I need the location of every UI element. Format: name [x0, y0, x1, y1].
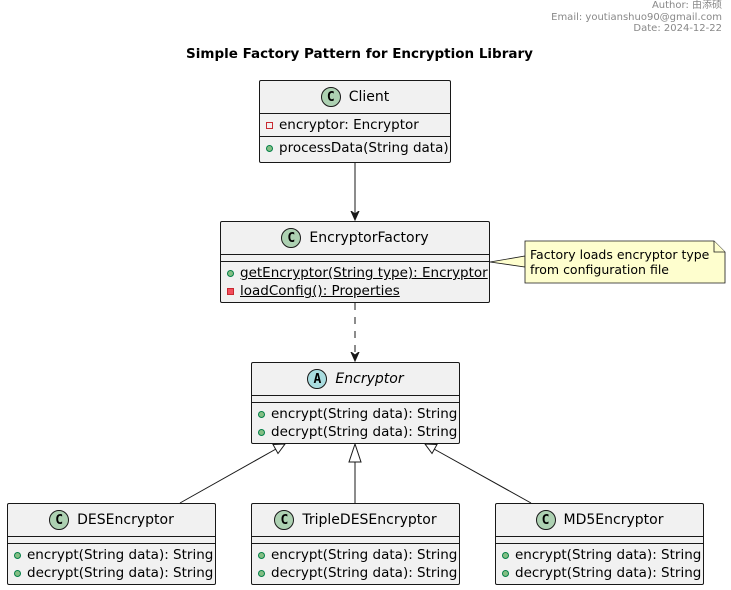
- inheritance-md5: [433, 448, 532, 504]
- methods-section: encrypt(String data): String decrypt(Str…: [8, 544, 215, 584]
- method-text: encrypt(String data): String: [27, 547, 214, 563]
- class-header: C MD5Encryptor: [496, 504, 703, 537]
- method-row: encrypt(String data): String: [258, 405, 459, 423]
- method-row: getEncryptor(String type): Encryptor: [227, 264, 489, 282]
- method-row: encrypt(String data): String: [14, 546, 215, 564]
- config-note: Factory loads encryptor type from config…: [525, 241, 725, 283]
- class-md5-encryptor: C MD5Encryptor encrypt(String data): Str…: [495, 503, 704, 585]
- method-row: loadConfig(): Properties: [227, 282, 489, 300]
- methods-section: encrypt(String data): String decrypt(Str…: [252, 544, 459, 584]
- class-stereotype-icon: C: [281, 228, 302, 248]
- methods-section: processData(String data): [260, 137, 450, 159]
- field-text: encryptor: Encryptor: [279, 117, 419, 133]
- class-header: C TripleDESEncryptor: [252, 504, 459, 537]
- method-row: decrypt(String data): String: [258, 564, 459, 582]
- inheritance-md5-arrowhead: [423, 443, 438, 455]
- note-fold: [713, 241, 725, 253]
- inheritance-des-arrowhead: [272, 443, 287, 455]
- field-row: encryptor: Encryptor: [266, 116, 450, 134]
- method-text: decrypt(String data): String: [271, 565, 458, 581]
- method-text: decrypt(String data): String: [515, 565, 702, 581]
- methods-section: encrypt(String data): String decrypt(Str…: [496, 544, 703, 584]
- fields-section: encryptor: Encryptor: [260, 114, 450, 137]
- class-tripledes-encryptor: C TripleDESEncryptor encrypt(String data…: [251, 503, 460, 585]
- class-name: EncryptorFactory: [309, 230, 429, 246]
- class-stereotype-icon: C: [535, 510, 556, 530]
- public-visibility-icon: [502, 569, 509, 577]
- class-stereotype-icon: C: [320, 87, 341, 107]
- header-info: Author: 由添硕 Email: youtianshuo90@gmail.c…: [551, 0, 722, 35]
- note-border: [524, 240, 726, 284]
- date-text: Date: 2024-12-22: [633, 23, 722, 34]
- email-text: Email: youtianshuo90@gmail.com: [551, 11, 722, 23]
- public-visibility-icon: [258, 428, 265, 436]
- class-header: C DESEncryptor: [8, 504, 215, 537]
- public-visibility-icon: [502, 551, 509, 559]
- public-visibility-icon: [258, 551, 265, 559]
- method-text: decrypt(String data): String: [271, 424, 458, 440]
- diagram-title: Simple Factory Pattern for Encryption Li…: [186, 46, 533, 62]
- fields-section: [8, 537, 215, 544]
- fields-section: [252, 396, 459, 403]
- class-des-encryptor: C DESEncryptor encrypt(String data): Str…: [7, 503, 216, 585]
- class-name: DESEncryptor: [77, 512, 174, 528]
- note-connector: [489, 255, 526, 268]
- class-name: Encryptor: [335, 371, 404, 387]
- public-visibility-icon: [227, 269, 234, 277]
- fields-section: [496, 537, 703, 544]
- method-text: processData(String data): [279, 140, 449, 156]
- method-text: encrypt(String data): String: [271, 406, 458, 422]
- method-row: decrypt(String data): String: [502, 564, 703, 582]
- fields-section: [252, 537, 459, 544]
- public-visibility-icon: [266, 144, 273, 152]
- class-client: C Client encryptor: Encryptor processDat…: [259, 80, 451, 163]
- private-visibility-icon: [266, 121, 273, 129]
- abstract-stereotype-icon: A: [307, 369, 328, 389]
- author-text: Author: 由添硕: [651, 0, 722, 11]
- private-visibility-icon: [227, 287, 234, 295]
- methods-section: getEncryptor(String type): Encryptor loa…: [221, 262, 489, 302]
- public-visibility-icon: [258, 410, 265, 418]
- method-row: encrypt(String data): String: [502, 546, 703, 564]
- public-visibility-icon: [258, 569, 265, 577]
- fields-section: [221, 255, 489, 262]
- methods-section: encrypt(String data): String decrypt(Str…: [252, 403, 459, 443]
- class-encryptor: A Encryptor encrypt(String data): String…: [251, 362, 460, 444]
- method-text: loadConfig(): Properties: [240, 283, 400, 299]
- public-visibility-icon: [14, 551, 21, 559]
- method-row: processData(String data): [266, 139, 450, 157]
- class-name: MD5Encryptor: [563, 512, 664, 528]
- class-encryptor-factory: C EncryptorFactory getEncryptor(String t…: [220, 221, 490, 303]
- class-header: C Client: [260, 81, 450, 114]
- inheritance-tripledes-arrowhead: [348, 442, 362, 463]
- public-visibility-icon: [14, 569, 21, 577]
- inheritance-des: [179, 448, 277, 504]
- class-stereotype-icon: C: [274, 510, 295, 530]
- method-row: decrypt(String data): String: [258, 423, 459, 441]
- note-line: Factory loads encryptor type: [530, 247, 710, 262]
- method-text: decrypt(String data): String: [27, 565, 214, 581]
- class-name: TripleDESEncryptor: [302, 512, 437, 528]
- method-row: decrypt(String data): String: [14, 564, 215, 582]
- class-name: Client: [348, 89, 390, 105]
- method-row: encrypt(String data): String: [258, 546, 459, 564]
- class-header: A Encryptor: [252, 363, 459, 396]
- class-stereotype-icon: C: [49, 510, 70, 530]
- method-text: encrypt(String data): String: [515, 547, 702, 563]
- method-text: encrypt(String data): String: [271, 547, 458, 563]
- class-header: C EncryptorFactory: [221, 222, 489, 255]
- note-line: from configuration file: [530, 262, 669, 277]
- method-text: getEncryptor(String type): Encryptor: [240, 265, 488, 281]
